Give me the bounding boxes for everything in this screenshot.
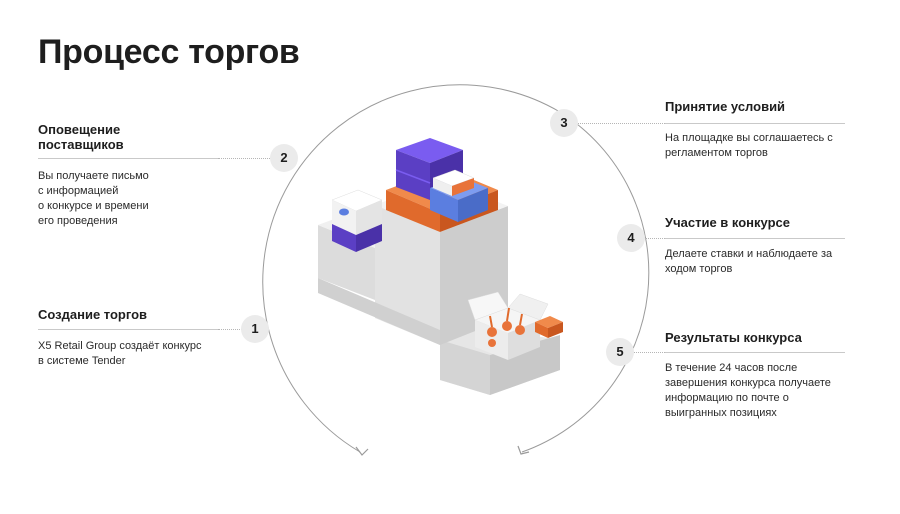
stage-4-desc-line: Делаете ставки и наблюдаете за	[665, 248, 833, 260]
stage-3-divider	[665, 123, 845, 124]
cycle-arc-right	[521, 111, 650, 453]
page-title: Процесс торгов	[38, 33, 300, 71]
stage-4-title: Участие в конкурсе	[665, 215, 790, 230]
step-badge-3: 3	[550, 109, 578, 137]
stage-4-desc-line: ходом торгов	[665, 263, 733, 275]
stage-2-desc-line: его проведения	[38, 215, 118, 227]
stage-5-desc-line: информацию по почте о	[665, 392, 789, 404]
stage-2-desc-line: о конкурсе и времени	[38, 200, 149, 212]
arrowhead-right-icon	[517, 445, 530, 455]
stage-2-desc-line: с информацией	[38, 185, 119, 197]
white-box-left	[331, 189, 383, 252]
arrowhead-left-icon	[355, 446, 369, 456]
stage-5-title: Результаты конкурса	[665, 330, 802, 345]
stage-5-desc-line: завершения конкурса получаете	[665, 377, 831, 389]
step-badge-1: 1	[241, 315, 269, 343]
stage-1-connector	[218, 329, 242, 330]
stage-2-desc-line: Вы получаете письмо	[38, 170, 149, 182]
step-badge-5: 5	[606, 338, 634, 366]
stage-5-description: В течение 24 часов после завершения конк…	[665, 361, 831, 421]
carrot-crate	[467, 291, 549, 360]
stage-2-title-line-2: поставщиков	[38, 137, 124, 152]
stage-4-description: Делаете ставки и наблюдаете за ходом тор…	[665, 247, 832, 277]
stage-2-description: Вы получаете письмо с информацией о конк…	[38, 169, 149, 229]
small-orange-box	[535, 316, 563, 338]
stage-1-divider	[38, 329, 218, 330]
step-badge-4: 4	[617, 224, 645, 252]
stage-3-desc-line: регламентом торгов	[665, 147, 768, 159]
stage-1-desc-line: в системе Tender	[38, 355, 126, 367]
stage-3-connector	[578, 123, 665, 124]
stage-1-desc-line: X5 Retail Group создаёт конкурс	[38, 340, 202, 352]
stage-3-title: Принятие условий	[665, 99, 786, 114]
stage-5-divider	[665, 352, 845, 353]
cycle-arc-left	[262, 84, 561, 453]
stage-2-divider	[38, 158, 218, 159]
stage-3-description: На площадке вы соглашаетесь с регламенто…	[665, 131, 833, 161]
stage-2-title: Оповещение поставщиков	[38, 122, 124, 152]
stage-4-connector	[645, 238, 665, 239]
stage-5-desc-line: выигранных позициях	[665, 407, 777, 419]
stage-2-connector	[218, 158, 270, 159]
step-badge-2: 2	[270, 144, 298, 172]
stage-2-title-line-1: Оповещение	[38, 122, 121, 137]
stage-4-divider	[665, 238, 845, 239]
stage-5-desc-line: В течение 24 часов после	[665, 362, 798, 374]
stage-1-title: Создание торгов	[38, 307, 148, 322]
small-box-top	[432, 169, 475, 196]
stage-5-connector	[634, 352, 665, 353]
stage-3-desc-line: На площадке вы соглашаетесь с	[665, 132, 833, 144]
stage-1-description: X5 Retail Group создаёт конкурс в систем…	[38, 339, 202, 369]
